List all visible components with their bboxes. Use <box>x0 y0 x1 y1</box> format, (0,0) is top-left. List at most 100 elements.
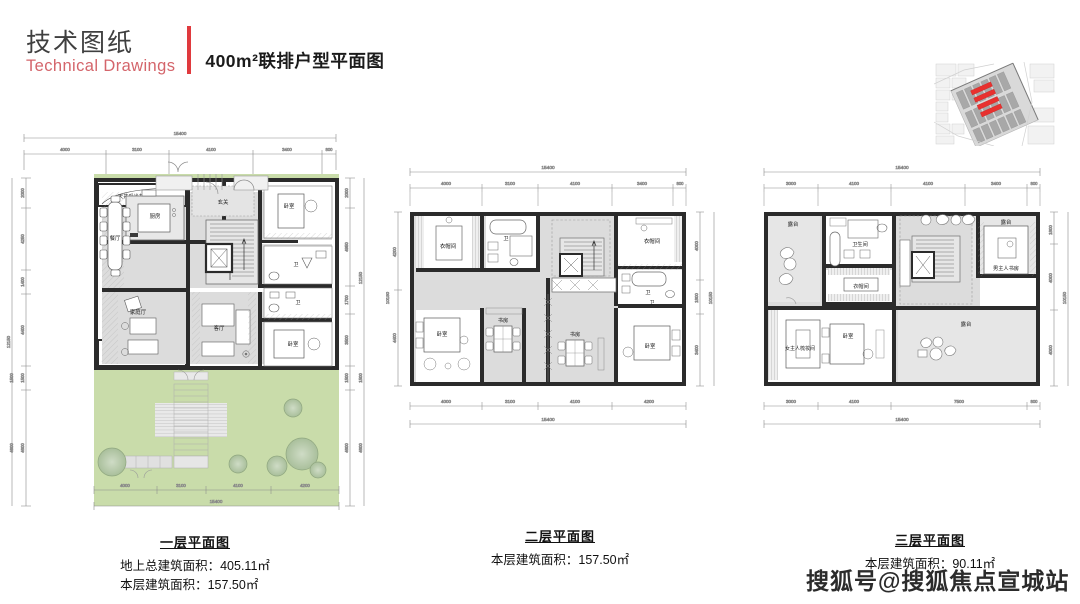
svg-text:衣帽间: 衣帽间 <box>440 242 456 250</box>
svg-text:客厅: 客厅 <box>214 324 225 332</box>
svg-text:露台: 露台 <box>961 320 972 328</box>
svg-text:1700: 1700 <box>344 295 349 305</box>
svg-text:卧室: 卧室 <box>437 330 448 338</box>
highlighted-units <box>970 81 1003 118</box>
svg-text:4600: 4600 <box>358 443 363 453</box>
svg-text:卫生间: 卫生间 <box>852 240 868 248</box>
svg-text:3100: 3100 <box>132 147 142 152</box>
svg-text:4000: 4000 <box>441 399 452 404</box>
svg-text:女主人梳妆间: 女主人梳妆间 <box>785 345 815 352</box>
svg-text:4000: 4000 <box>1048 345 1053 355</box>
svg-text:2000: 2000 <box>344 188 349 198</box>
svg-text:2000: 2000 <box>20 188 25 198</box>
svg-text:4100: 4100 <box>849 399 860 404</box>
svg-text:3400: 3400 <box>694 345 699 355</box>
svg-text:男主人书房: 男主人书房 <box>993 264 1019 272</box>
svg-text:4000: 4000 <box>694 241 699 251</box>
svg-text:4600: 4600 <box>20 443 25 453</box>
svg-text:卫: 卫 <box>649 300 654 306</box>
svg-text:4000: 4000 <box>60 147 70 152</box>
svg-text:4200: 4200 <box>392 247 397 257</box>
svg-text:15400: 15400 <box>210 499 223 504</box>
svg-text:10150: 10150 <box>386 291 390 304</box>
svg-text:露台: 露台 <box>1001 218 1012 226</box>
svg-text:衣帽间: 衣帽间 <box>853 282 869 290</box>
svg-text:3000: 3000 <box>786 399 797 404</box>
svg-text:卫: 卫 <box>293 262 298 268</box>
header-title-group: 技术图纸 Technical Drawings <box>26 29 187 76</box>
svg-text:10150: 10150 <box>1062 291 1067 304</box>
svg-text:4100: 4100 <box>233 483 243 488</box>
svg-text:1800: 1800 <box>694 293 699 303</box>
svg-text:4200: 4200 <box>300 483 310 488</box>
svg-text:书房: 书房 <box>570 330 580 338</box>
svg-text:12150: 12150 <box>358 271 363 284</box>
svg-text:卧室: 卧室 <box>645 342 656 350</box>
floor-plan-2: 15400 4000 3100 4100 3400 800 <box>386 158 726 458</box>
svg-text:3400: 3400 <box>637 181 648 186</box>
svg-text:15400: 15400 <box>174 131 187 136</box>
page-title-english: Technical Drawings <box>26 57 176 76</box>
svg-text:4200: 4200 <box>644 399 655 404</box>
svg-text:1500: 1500 <box>344 373 349 383</box>
page-subtitle: 400m²联排户型平面图 <box>205 51 385 71</box>
svg-text:4600: 4600 <box>9 443 14 453</box>
svg-text:玄关: 玄关 <box>218 198 229 206</box>
svg-text:1400: 1400 <box>20 277 25 287</box>
floor-plan-3: 15400 3000 4100 4100 3400 800 <box>748 158 1080 458</box>
svg-text:4000: 4000 <box>441 181 452 186</box>
svg-text:卧室: 卧室 <box>284 202 295 210</box>
header-divider-rule <box>187 26 192 74</box>
floor-plan-1: 15400 4000 3100 4100 3400 800 12150 <box>6 118 376 518</box>
page-header: 技术图纸 Technical Drawings 400m²联排户型平面图 <box>26 20 384 76</box>
landscape-trees <box>97 398 327 479</box>
floor-2-caption: 二层平面图 本层建筑面积：157.50㎡ <box>420 526 700 570</box>
svg-text:15400: 15400 <box>541 165 555 171</box>
floor-1-floor-area: 本层建筑面积：157.50㎡ <box>120 577 259 592</box>
svg-text:4950: 4950 <box>344 242 349 252</box>
svg-text:3500: 3500 <box>344 335 349 345</box>
svg-text:4250: 4250 <box>20 234 25 244</box>
svg-text:800: 800 <box>1031 399 1039 404</box>
svg-text:1500: 1500 <box>20 373 25 383</box>
floor-1-caption-title: 一层平面图 <box>159 535 230 550</box>
floor-1-caption: 一层平面图 地上总建筑面积：405.11㎡ 本层建筑面积：157.50㎡ <box>60 532 330 595</box>
svg-text:1500: 1500 <box>9 373 14 383</box>
svg-text:4100: 4100 <box>923 181 934 186</box>
svg-text:12150: 12150 <box>6 335 11 348</box>
svg-text:4000: 4000 <box>120 483 130 488</box>
svg-text:3100: 3100 <box>505 399 516 404</box>
svg-text:4000: 4000 <box>1048 273 1053 283</box>
svg-text:800: 800 <box>677 181 685 186</box>
svg-text:4400: 4400 <box>392 333 397 343</box>
svg-text:卫: 卫 <box>645 289 650 296</box>
svg-text:15400: 15400 <box>541 417 555 423</box>
svg-text:家庭厅: 家庭厅 <box>130 308 147 316</box>
svg-text:露台: 露台 <box>788 220 799 228</box>
svg-text:1500: 1500 <box>358 373 363 383</box>
svg-text:卫: 卫 <box>295 300 300 306</box>
svg-text:10150: 10150 <box>708 291 713 304</box>
svg-text:4400: 4400 <box>20 325 25 335</box>
svg-text:1800: 1800 <box>1048 225 1053 235</box>
svg-text:餐厅: 餐厅 <box>110 234 121 242</box>
svg-text:4100: 4100 <box>849 181 860 186</box>
svg-text:15400: 15400 <box>895 417 909 423</box>
svg-text:800: 800 <box>326 147 334 152</box>
page-title: 技术图纸 <box>26 29 135 58</box>
svg-text:4100: 4100 <box>206 147 216 152</box>
floor-3-caption-title: 三层平面图 <box>894 533 965 548</box>
svg-text:800: 800 <box>1031 181 1039 186</box>
source-watermark: 搜狐号@搜狐焦点宣城站 <box>806 568 1070 594</box>
svg-text:4100: 4100 <box>570 181 581 186</box>
svg-text:3400: 3400 <box>991 181 1002 186</box>
svg-text:厨房: 厨房 <box>150 212 161 220</box>
floor-1-total-area: 地上总建筑面积：405.11㎡ <box>120 559 270 573</box>
svg-text:15400: 15400 <box>895 165 909 171</box>
svg-text:卫: 卫 <box>503 235 508 242</box>
floor-2-caption-title: 二层平面图 <box>524 529 595 544</box>
svg-text:4100: 4100 <box>570 399 581 404</box>
svg-text:4600: 4600 <box>344 443 349 453</box>
svg-text:3100: 3100 <box>176 483 186 488</box>
svg-text:3100: 3100 <box>505 181 516 186</box>
